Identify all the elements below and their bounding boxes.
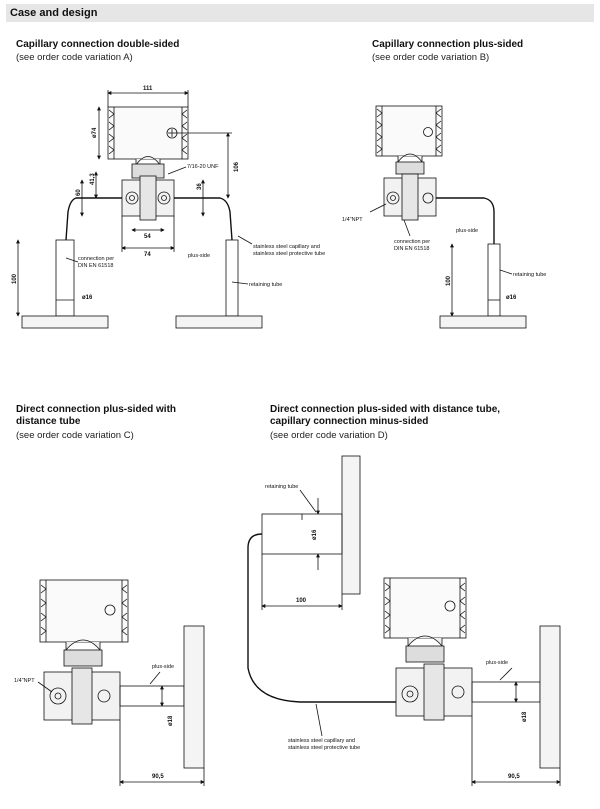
drawing-variation-d bbox=[247, 455, 561, 786]
drawing-variation-c bbox=[37, 579, 205, 786]
title-variation-a: Capillary connection double-sided bbox=[16, 39, 180, 50]
dim-a-74b: 74 bbox=[144, 252, 151, 258]
drawing-variation-a bbox=[16, 90, 263, 329]
label-b-conn2: DIN EN 61518 bbox=[394, 246, 429, 252]
label-d-cap2: stainless steel protective tube bbox=[288, 745, 360, 751]
dim-a-36: 36 bbox=[197, 183, 203, 190]
title-variation-d-1: Direct connection plus-sided with distan… bbox=[270, 404, 501, 415]
label-d-cap1: stainless steel capillary and bbox=[288, 738, 355, 744]
dim-d-905: 90,5 bbox=[508, 774, 520, 780]
subtitle-variation-d: (see order code variation D) bbox=[270, 430, 388, 441]
label-a-cap1: stainless steel capillary and bbox=[253, 244, 320, 250]
dim-a-413: 41,3 bbox=[90, 173, 96, 185]
label-a-thread: 7/16-20 UNF bbox=[187, 164, 219, 170]
label-a-conn2: DIN EN 61518 bbox=[78, 263, 113, 269]
title-variation-c-2: distance tube bbox=[16, 416, 81, 427]
dim-a-100: 100 bbox=[12, 273, 18, 284]
label-b-plus: plus-side bbox=[456, 228, 478, 234]
label-a-retain: retaining tube bbox=[249, 282, 282, 288]
dim-c-905: 90,5 bbox=[152, 774, 164, 780]
label-c-plus: plus-side bbox=[152, 664, 174, 670]
title-variation-d-2: capillary connection minus-sided bbox=[270, 416, 429, 427]
label-d-plus: plus-side bbox=[486, 660, 508, 666]
subtitle-variation-b: (see order code variation B) bbox=[372, 52, 490, 63]
dim-a-106: 106 bbox=[234, 161, 240, 172]
dim-a-16: ø16 bbox=[82, 295, 93, 301]
dim-a-60: 60 bbox=[76, 189, 82, 196]
drawing-variation-b bbox=[369, 105, 527, 329]
dim-b-100: 100 bbox=[446, 275, 452, 286]
title-variation-b: Capillary connection plus-sided bbox=[372, 39, 524, 50]
subtitle-variation-a: (see order code variation A) bbox=[16, 52, 133, 63]
label-b-conn1: connection per bbox=[394, 239, 430, 245]
dim-d-18: ø18 bbox=[522, 711, 528, 722]
label-a-plus: plus-side bbox=[188, 253, 210, 259]
dim-a-54: 54 bbox=[144, 234, 151, 240]
title-variation-c-1: Direct connection plus-sided with bbox=[16, 404, 177, 415]
dim-a-111: 111 bbox=[143, 86, 153, 92]
housing-screw-icon bbox=[104, 604, 116, 616]
label-a-conn1: connection per bbox=[78, 256, 114, 262]
dim-d-100: 100 bbox=[296, 598, 307, 604]
label-b-npt: 1/4"NPT bbox=[342, 217, 363, 223]
label-d-retain: retaining tube bbox=[265, 484, 298, 490]
housing-screw-icon bbox=[444, 600, 456, 612]
section-header: Case and design bbox=[6, 4, 594, 22]
dim-d-16: ø16 bbox=[312, 529, 318, 540]
label-a-cap2: stainless steel protective tube bbox=[253, 251, 325, 257]
dim-c-18: ø18 bbox=[168, 715, 174, 726]
housing-screw-icon bbox=[423, 127, 433, 137]
dim-a-74: ø74 bbox=[92, 127, 98, 138]
subtitle-variation-c: (see order code variation C) bbox=[16, 430, 134, 441]
label-c-npt: 1/4"NPT bbox=[14, 678, 35, 684]
label-b-retain: retaining tube bbox=[513, 272, 546, 278]
dim-b-16: ø16 bbox=[506, 295, 517, 301]
